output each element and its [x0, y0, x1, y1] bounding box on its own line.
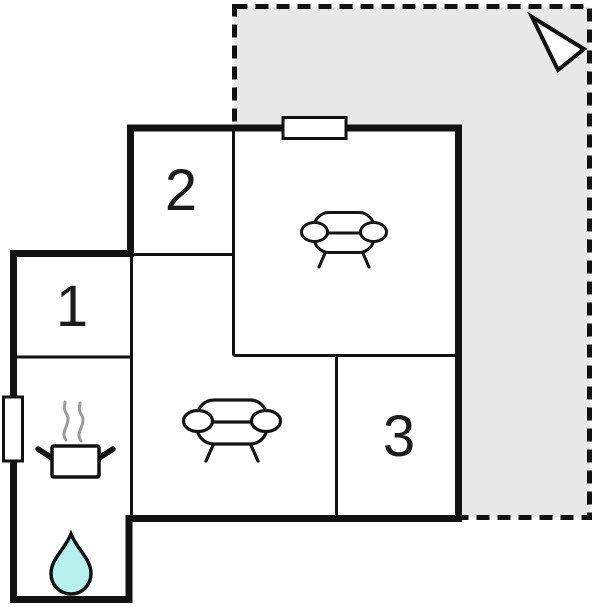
- sofa-legs: [204, 441, 260, 463]
- sofa-armrest: [359, 221, 388, 243]
- sofa-icon: [300, 211, 388, 269]
- sofa-icon: [181, 398, 283, 463]
- pot-handles: [35, 446, 116, 461]
- interior-walls: [13, 131, 458, 518]
- room-3-label: 3: [382, 404, 416, 469]
- building-outline: [10, 124, 462, 603]
- sofa-armrest: [300, 221, 329, 243]
- steam-icon: [62, 400, 70, 442]
- stove-pot-icon: [35, 400, 116, 479]
- window-icon: [281, 116, 348, 140]
- window-icon: [2, 395, 24, 463]
- room-1-label: 1: [55, 274, 89, 339]
- sofa-legs: [317, 249, 371, 269]
- sofa-armrest: [249, 408, 283, 434]
- water-drop-icon: [49, 529, 93, 596]
- steam-icon: [77, 401, 85, 443]
- north-arrow-icon: [527, 11, 588, 74]
- room-2-label: 2: [164, 158, 198, 223]
- pot-body: [50, 444, 101, 479]
- sofa-armrest: [181, 408, 215, 434]
